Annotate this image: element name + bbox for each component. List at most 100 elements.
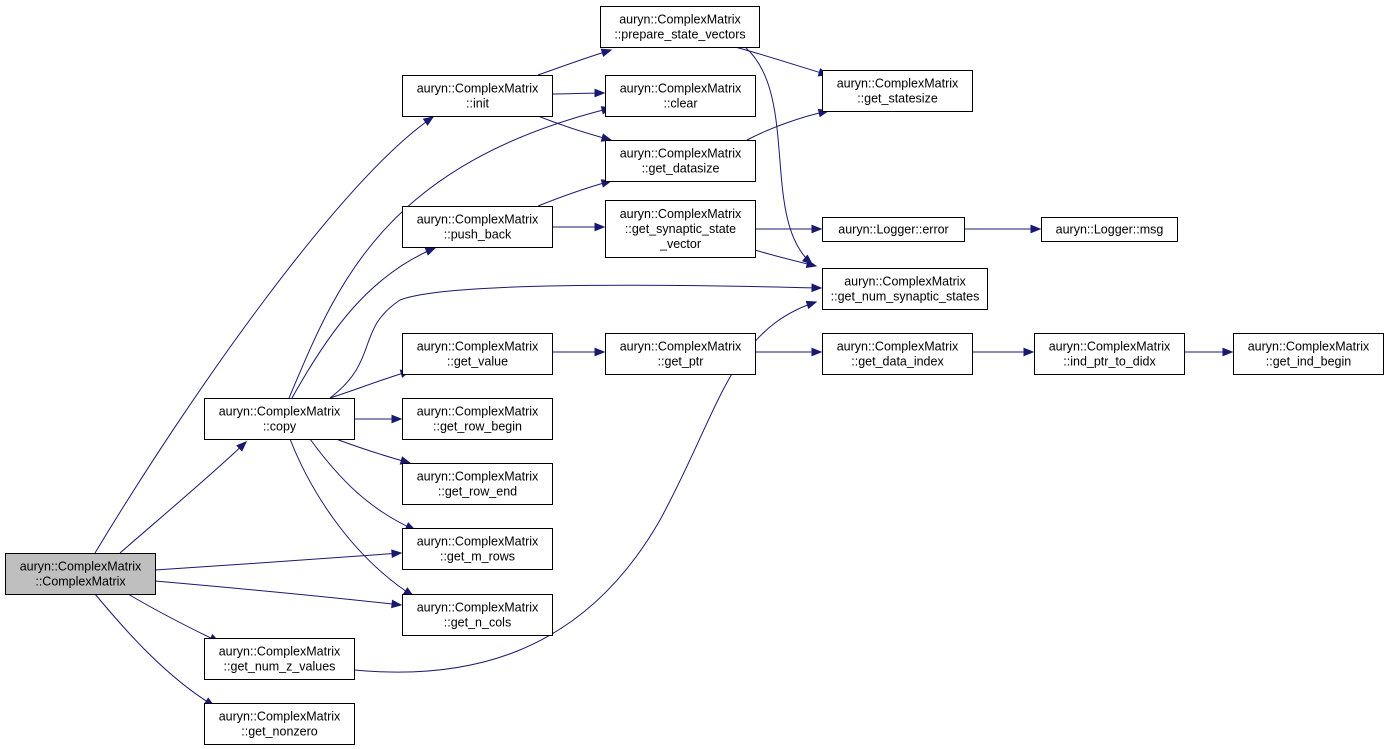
node-label-line: auryn::ComplexMatrix: [417, 535, 539, 549]
edge-init-to-prepare_state_vectors: [537, 48, 613, 76]
node-label-line: ::get_ptr: [658, 355, 704, 369]
edge-root-to-get_num_z_values: [127, 593, 221, 643]
edge-arrowhead: [811, 283, 823, 293]
node-box: [5, 553, 156, 595]
node-get_num_z_values[interactable]: auryn::ComplexMatrix::get_num_z_values: [204, 638, 355, 680]
node-box: [1233, 333, 1384, 375]
node-label-line: auryn::ComplexMatrix: [219, 710, 341, 724]
node-label-line: auryn::ComplexMatrix: [837, 77, 959, 91]
edge-root-to-copy: [119, 441, 247, 554]
node-label-line: auryn::ComplexMatrix: [844, 275, 966, 289]
node-ind_ptr_to_didx[interactable]: auryn::ComplexMatrix::ind_ptr_to_didx: [1034, 333, 1185, 375]
node-init[interactable]: auryn::ComplexMatrix::init: [402, 75, 553, 117]
edge-line: [537, 49, 612, 76]
node-label-line: ::get_n_cols: [444, 616, 511, 630]
node-get_num_synaptic_states[interactable]: auryn::ComplexMatrix::get_num_synaptic_s…: [822, 268, 988, 310]
edge-arrowhead: [391, 549, 403, 558]
edge-arrowhead: [600, 48, 613, 57]
node-box: [402, 463, 553, 505]
edge-line: [289, 438, 414, 597]
edge-copy-to-push_back: [291, 247, 437, 399]
edge-line: [309, 438, 416, 531]
node-label-line: auryn::ComplexMatrix: [219, 405, 341, 419]
node-label-line: ::copy: [263, 420, 297, 434]
node-get_ind_begin[interactable]: auryn::ComplexMatrix::get_ind_begin: [1233, 333, 1384, 375]
edge-line: [291, 247, 436, 399]
edge-arrowhead: [811, 224, 823, 234]
node-label-line: ::push_back: [444, 228, 512, 242]
node-box: [822, 217, 965, 242]
node-get_data_index[interactable]: auryn::ComplexMatrix::get_data_index: [822, 333, 973, 375]
node-label-line: auryn::ComplexMatrix: [417, 213, 539, 227]
node-logger_msg[interactable]: auryn::Logger::msg: [1041, 217, 1178, 242]
node-label-line: auryn::Logger::msg: [1056, 223, 1164, 237]
node-box: [204, 638, 355, 680]
node-label-line: ::ind_ptr_to_didx: [1063, 355, 1156, 369]
edge-copy-to-get_value: [329, 369, 412, 399]
node-push_back[interactable]: auryn::ComplexMatrix::push_back: [402, 206, 553, 248]
node-get_n_cols[interactable]: auryn::ComplexMatrix::get_n_cols: [402, 594, 553, 636]
edge-root-to-init: [94, 116, 435, 554]
node-label-line: auryn::ComplexMatrix: [837, 340, 959, 354]
node-box: [600, 6, 760, 48]
edge-root-to-get_m_rows: [154, 549, 403, 571]
node-label-line: ::init: [466, 97, 489, 111]
node-copy[interactable]: auryn::ComplexMatrix::copy: [204, 398, 355, 440]
node-get_row_begin[interactable]: auryn::ComplexMatrix::get_row_begin: [402, 398, 553, 440]
node-label-line: ::prepare_state_vectors: [614, 28, 745, 42]
node-label-line: ::get_data_index: [851, 355, 944, 369]
node-clear[interactable]: auryn::ComplexMatrix::clear: [605, 75, 756, 117]
edge-root-to-get_n_cols: [154, 580, 403, 609]
edge-line: [154, 552, 402, 571]
node-get_row_end[interactable]: auryn::ComplexMatrix::get_row_end: [402, 463, 553, 505]
edge-line: [127, 593, 220, 643]
edge-arrowhead: [594, 222, 606, 232]
edge-arrowhead: [1030, 224, 1042, 234]
node-label-line: ::get_statesize: [857, 92, 938, 106]
node-label-line: ::get_nonzero: [241, 725, 317, 739]
edge-arrowhead: [805, 259, 818, 269]
edge-line: [537, 115, 612, 141]
node-prepare_state_vectors[interactable]: auryn::ComplexMatrix::prepare_state_vect…: [600, 6, 760, 48]
node-label-line: ::get_num_synaptic_states: [831, 290, 980, 304]
edge-line: [746, 110, 829, 141]
edge-line: [288, 107, 612, 399]
node-label-line: ::clear: [663, 97, 697, 111]
node-box: [605, 75, 756, 117]
node-get_m_rows[interactable]: auryn::ComplexMatrix::get_m_rows: [402, 528, 553, 570]
node-label-line: auryn::ComplexMatrix: [20, 560, 142, 574]
edge-arrowhead: [236, 441, 247, 452]
edge-line: [329, 370, 411, 399]
node-label-line: auryn::ComplexMatrix: [620, 207, 742, 221]
edge-root-to-get_nonzero: [94, 593, 216, 707]
edge-ind_ptr_to_didx-to-get_ind_begin: [1183, 347, 1234, 357]
node-get_datasize[interactable]: auryn::ComplexMatrix::get_datasize: [605, 140, 756, 182]
node-box: [605, 140, 756, 182]
edge-get_datasize-to-get_statesize: [746, 108, 830, 141]
node-get_value[interactable]: auryn::ComplexMatrix::get_value: [402, 333, 553, 375]
node-box: [822, 268, 988, 310]
node-logger_error[interactable]: auryn::Logger::error: [822, 217, 965, 242]
node-box: [1034, 333, 1185, 375]
node-label-line: auryn::ComplexMatrix: [1049, 340, 1171, 354]
node-get_ptr[interactable]: auryn::ComplexMatrix::get_ptr: [605, 333, 756, 375]
edge-line: [94, 593, 215, 707]
edge-logger_error-to-logger_msg: [963, 224, 1042, 234]
edge-init-to-get_datasize: [537, 115, 613, 142]
node-box: [402, 206, 553, 248]
edge-copy-to-get_num_synaptic_states: [329, 283, 823, 399]
node-box: [402, 75, 553, 117]
edge-arrowhead: [1222, 347, 1234, 357]
edge-arrowhead: [424, 247, 437, 256]
node-get_nonzero[interactable]: auryn::ComplexMatrix::get_nonzero: [204, 703, 355, 745]
node-label-line: ::get_num_z_values: [224, 660, 336, 674]
node-box: [402, 398, 553, 440]
node-box: [605, 200, 756, 258]
edge-arrowhead: [391, 414, 403, 424]
edge-arrowhead: [1023, 347, 1035, 357]
edge-arrowhead: [391, 599, 403, 609]
node-box: [605, 333, 756, 375]
node-box: [822, 333, 973, 375]
node-get_statesize[interactable]: auryn::ComplexMatrix::get_statesize: [822, 70, 973, 112]
node-get_synaptic_state_vector[interactable]: auryn::ComplexMatrix::get_synaptic_state…: [605, 200, 756, 258]
